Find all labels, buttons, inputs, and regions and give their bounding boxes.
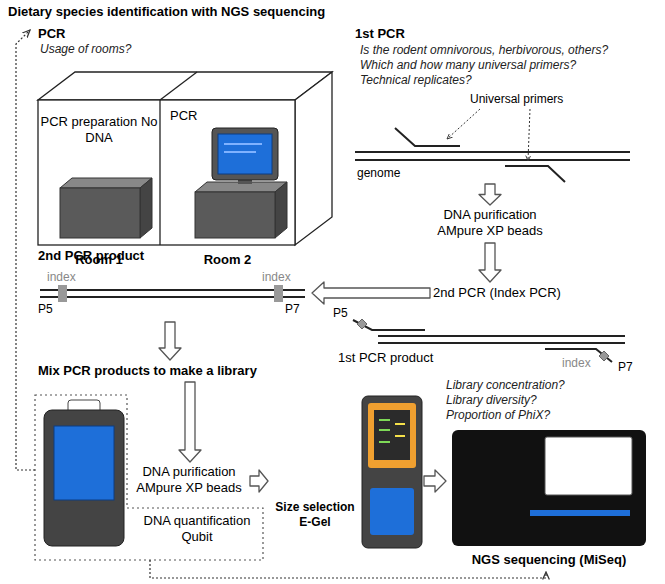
flow-arrow xyxy=(250,470,268,492)
egel-device xyxy=(362,396,422,548)
room: PCR preparation No DNARoom 1 xyxy=(38,100,162,272)
note: Proportion of PhiX? xyxy=(446,408,550,422)
index-label: index xyxy=(262,270,291,284)
leader-line xyxy=(447,109,530,161)
node-text: 1st PCR xyxy=(355,26,405,42)
node-text: Mix PCR products to make a library xyxy=(38,363,257,379)
bench xyxy=(60,178,287,238)
pcr-machine xyxy=(212,128,278,184)
part-label: Universal primers xyxy=(470,92,563,106)
node-text: 1st PCR product xyxy=(338,350,433,366)
qubit-device xyxy=(44,400,124,546)
room: PCR Room 2 xyxy=(160,100,297,272)
title: Dietary species identification with NGS … xyxy=(8,4,325,19)
node-text: DNA purification AMpure XP beads xyxy=(130,464,248,496)
flow-arrow xyxy=(424,470,446,492)
qubit-group: DNA quantification Qubit xyxy=(35,395,263,560)
dotted-arrow xyxy=(16,30,35,470)
egel-group: Size selection E-Gel xyxy=(268,392,424,548)
node-text: DNA quantification Qubit xyxy=(135,513,259,545)
node-subtext: Technical replicates? xyxy=(360,73,472,88)
node-subtext: Which and how many universal primers? xyxy=(360,58,576,73)
node-subtext: Is the rodent omnivorous, herbivorous, o… xyxy=(360,43,608,58)
flow-arrow xyxy=(179,382,201,462)
product-diagram: 1st PCR product xyxy=(330,304,645,370)
miseq-device xyxy=(452,430,646,546)
node-text: PCR xyxy=(170,108,197,124)
flow-arrow xyxy=(479,243,501,282)
note: Library concentration? xyxy=(446,378,565,392)
second-pcr-product xyxy=(40,285,305,302)
flow-arrow xyxy=(159,322,181,360)
node-text: DNA purification AMpure XP beads xyxy=(428,207,552,239)
part-label: genome xyxy=(357,166,400,180)
note: Usage of rooms? xyxy=(40,42,131,56)
node-text: PCR xyxy=(38,26,65,42)
node-subtext: Room 2 xyxy=(160,252,295,268)
genome-strands xyxy=(355,128,630,182)
adapter-label: P5 xyxy=(333,306,348,320)
index-label: index xyxy=(47,270,76,284)
process-step: Mix PCR products to make a library xyxy=(36,360,306,382)
node-text: Size selection E-Gel xyxy=(268,500,362,529)
node-text: 2nd PCR product xyxy=(38,248,144,264)
process-step: 2nd PCR (Index PCR) xyxy=(430,282,566,304)
note: Library diversity? xyxy=(446,393,537,407)
miseq-group: NGS sequencing (MiSeq) xyxy=(446,424,654,572)
node-text: 2nd PCR (Index PCR) xyxy=(430,285,564,301)
node-text: PCR preparation No DNA xyxy=(38,114,160,146)
node-text: NGS sequencing (MiSeq) xyxy=(446,552,652,568)
index-label: index xyxy=(562,356,591,370)
flow-arrow xyxy=(479,184,501,205)
room-building: PCR PCR preparation No DNARoom 1 PCR Room 2 xyxy=(30,22,345,274)
room-building xyxy=(38,72,332,245)
dotted-bracket xyxy=(35,395,263,560)
flow-arrow xyxy=(312,282,430,304)
adapter-label: P5 xyxy=(38,302,53,316)
adapter-label: P7 xyxy=(285,302,300,316)
process-step: DNA purification AMpure XP beads xyxy=(130,462,250,500)
process-step: DNA purification AMpure XP beads xyxy=(428,205,554,243)
adapter-label: P7 xyxy=(618,360,633,374)
